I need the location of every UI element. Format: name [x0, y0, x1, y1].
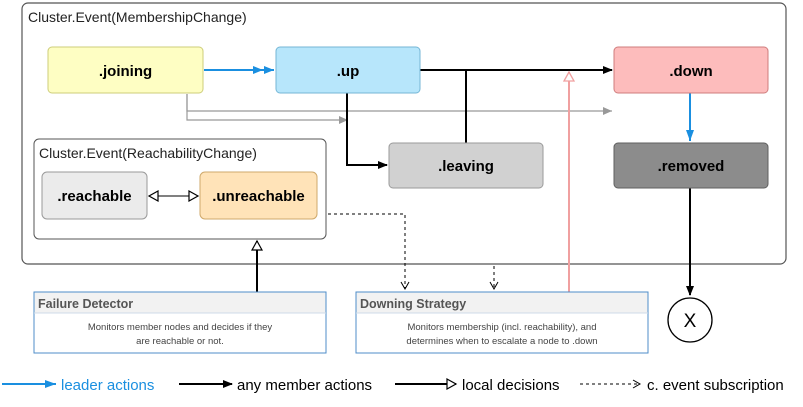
legend-subscription-label: c. event subscription: [647, 377, 784, 394]
failure-detector-line1: Monitors member nodes and decides if the…: [88, 322, 273, 333]
state-unreachable-label: .unreachable: [212, 188, 305, 205]
legend-leader-label: leader actions: [61, 377, 154, 394]
failure-detector-line2: are reachable or not.: [136, 336, 224, 347]
downing-strategy-title: Downing Strategy: [360, 297, 466, 311]
state-leaving: .leaving: [388, 142, 544, 189]
joining-to-down-gray-arrow: [186, 94, 612, 115]
state-up: .up: [275, 46, 421, 94]
state-removed: .removed: [613, 142, 769, 189]
downing-strategy-line2: determines when to escalate a node to .d…: [406, 336, 597, 347]
exit-node: X: [667, 297, 713, 343]
state-reachable-label: .reachable: [57, 188, 131, 205]
state-down-label: .down: [669, 63, 712, 80]
reachability-subscription-arrow: [328, 213, 410, 291]
legend: leader actions any member actions local …: [2, 377, 784, 394]
state-reachable: .reachable: [41, 171, 148, 220]
state-up-label: .up: [337, 63, 360, 80]
failure-detector-box: Failure Detector Monitors member nodes a…: [33, 291, 327, 354]
up-to-leaving-member-arrow: [346, 93, 388, 169]
membership-container-title: Cluster.Event(MembershipChange): [28, 9, 247, 25]
downing-strategy-box: Downing Strategy Monitors membership (in…: [355, 291, 649, 354]
failure-detector-title: Failure Detector: [38, 297, 133, 311]
state-down: .down: [613, 46, 769, 94]
state-joining-label: .joining: [99, 63, 152, 80]
exit-node-label: X: [684, 311, 697, 332]
downing-strategy-line1: Monitors membership (incl. reachability)…: [407, 322, 596, 333]
state-joining: .joining: [47, 46, 204, 94]
legend-local-label: local decisions: [462, 377, 560, 394]
state-leaving-label: .leaving: [438, 158, 494, 175]
legend-member-label: any member actions: [237, 377, 372, 394]
state-unreachable: .unreachable: [199, 171, 318, 220]
state-removed-label: .removed: [658, 158, 725, 175]
reachability-container-title: Cluster.Event(ReachabilityChange): [39, 145, 257, 161]
